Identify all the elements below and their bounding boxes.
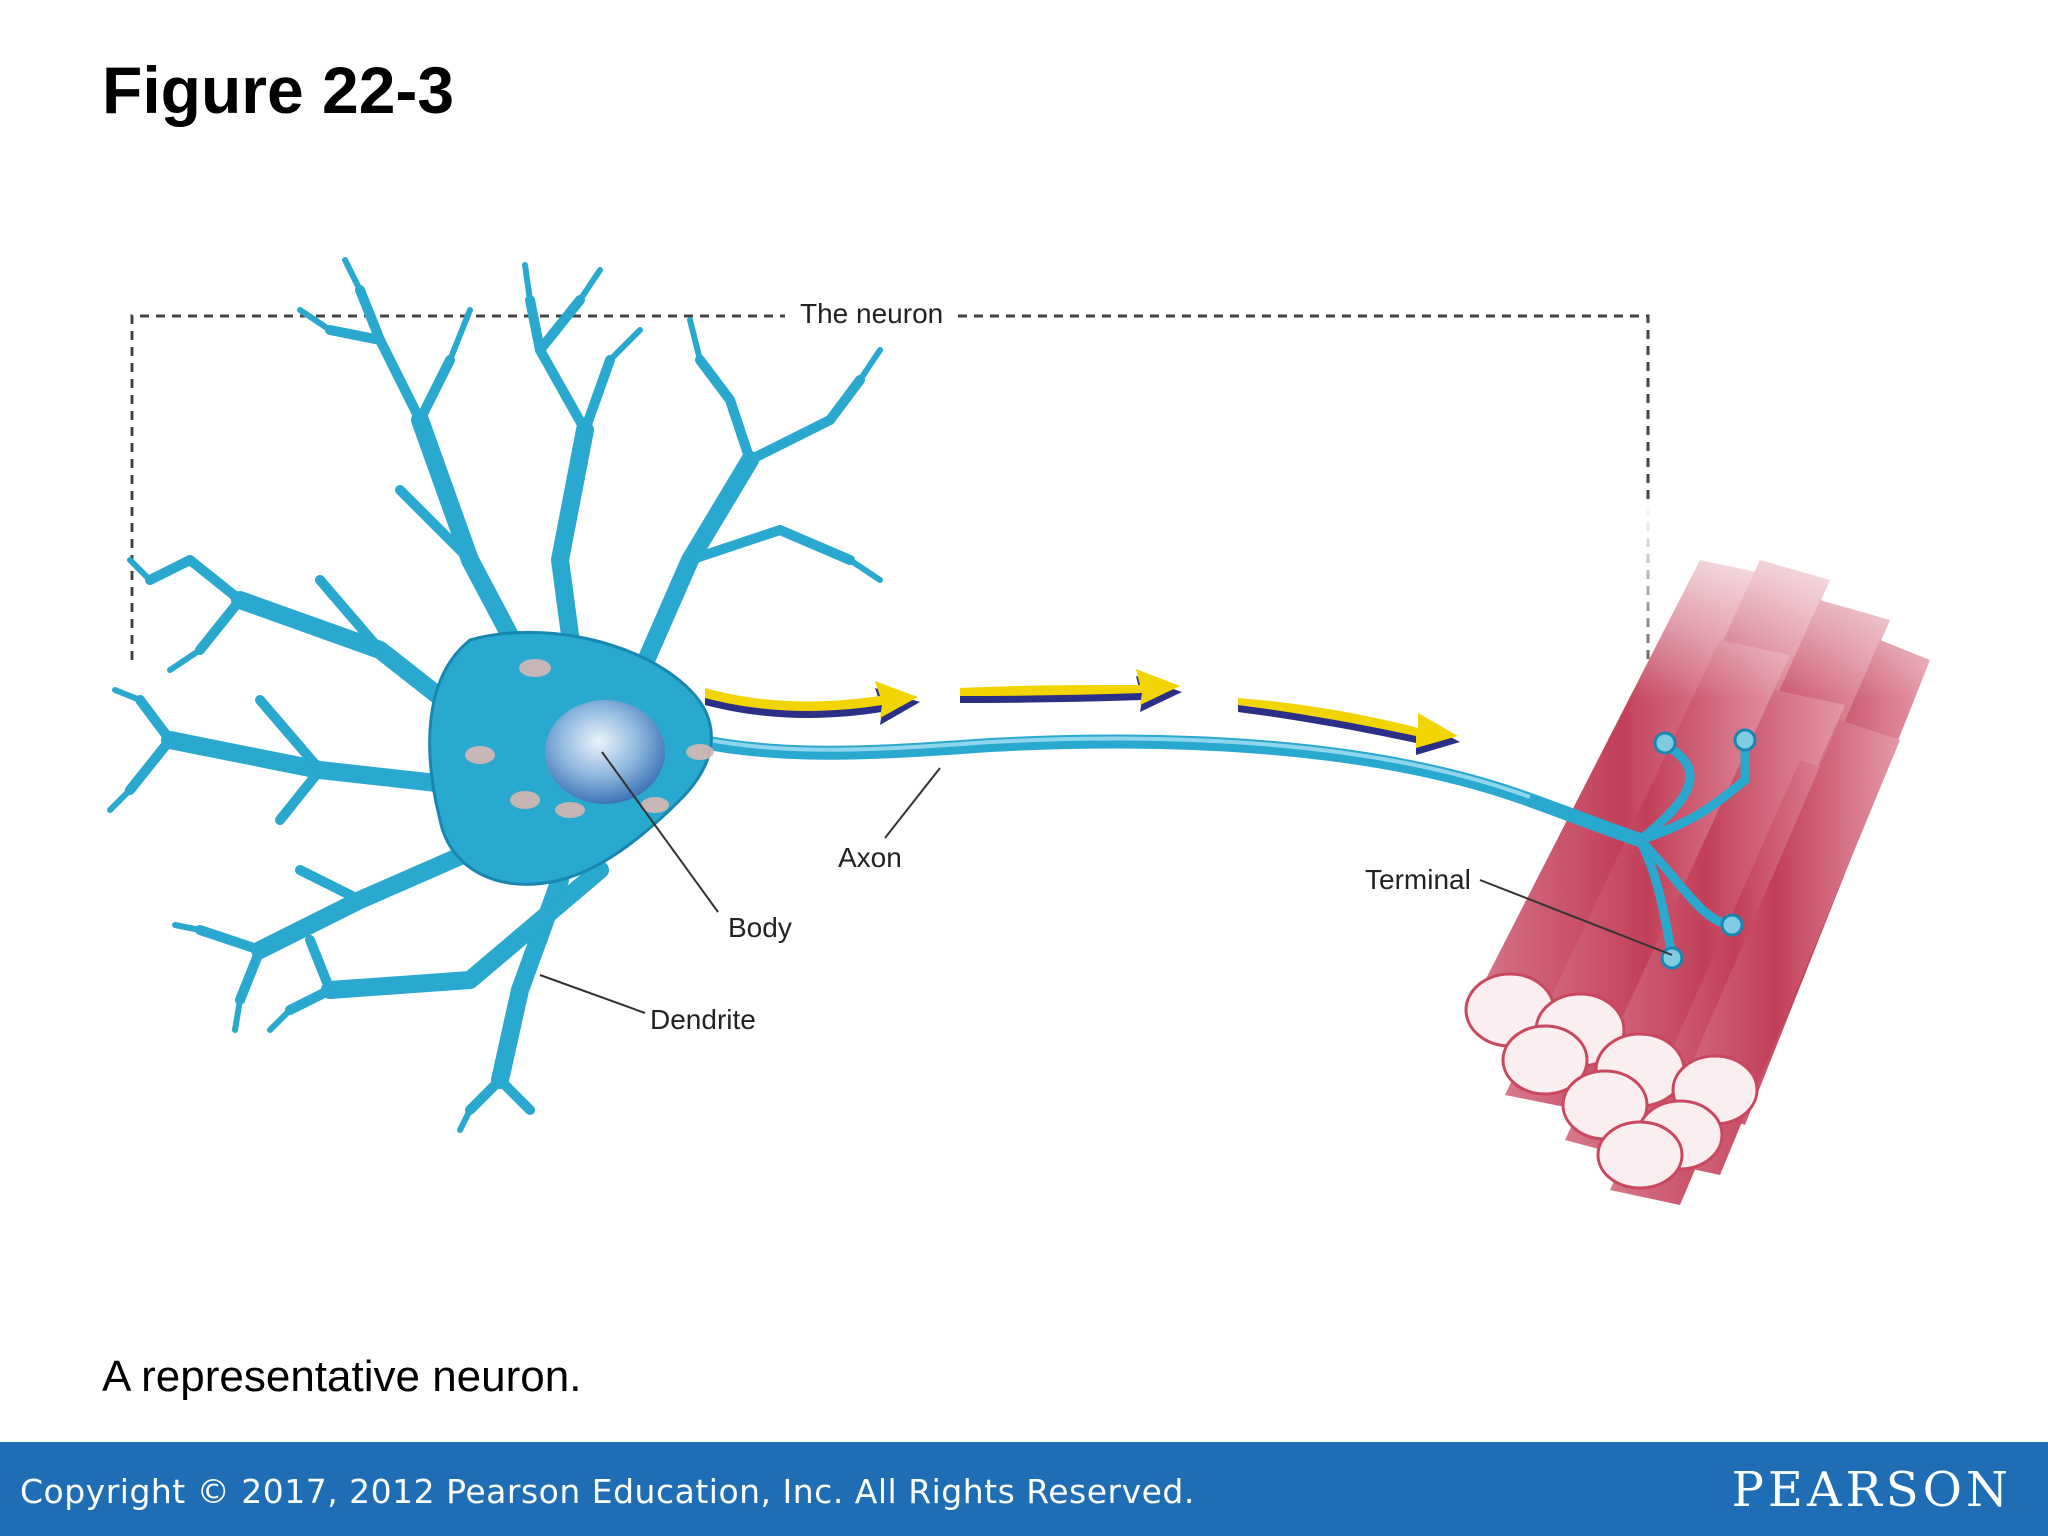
copyright-text: Copyright © 2017, 2012 Pearson Education… bbox=[20, 1472, 1195, 1511]
footer-bar: Copyright © 2017, 2012 Pearson Education… bbox=[0, 1442, 2048, 1536]
organelles bbox=[465, 659, 714, 818]
nucleus bbox=[545, 700, 665, 804]
axon-label: Axon bbox=[838, 842, 902, 873]
signal-direction-arrows bbox=[705, 669, 1460, 755]
leader-lines bbox=[539, 751, 1673, 1014]
body-label: Body bbox=[728, 912, 792, 943]
terminal-label: Terminal bbox=[1365, 864, 1471, 895]
slide-title: Figure 22-3 bbox=[102, 53, 455, 127]
axon bbox=[643, 723, 1647, 847]
neuron-bracket bbox=[130, 314, 1650, 665]
muscle-fibers bbox=[1464, 500, 1980, 1205]
pearson-logo: PEARSON bbox=[1731, 1462, 2012, 1518]
figure-caption: A representative neuron. bbox=[102, 1352, 582, 1401]
bracket-label: The neuron bbox=[800, 298, 944, 329]
axon-terminal-branches bbox=[1635, 735, 1750, 960]
dendrite-label: Dendrite bbox=[650, 1004, 756, 1035]
